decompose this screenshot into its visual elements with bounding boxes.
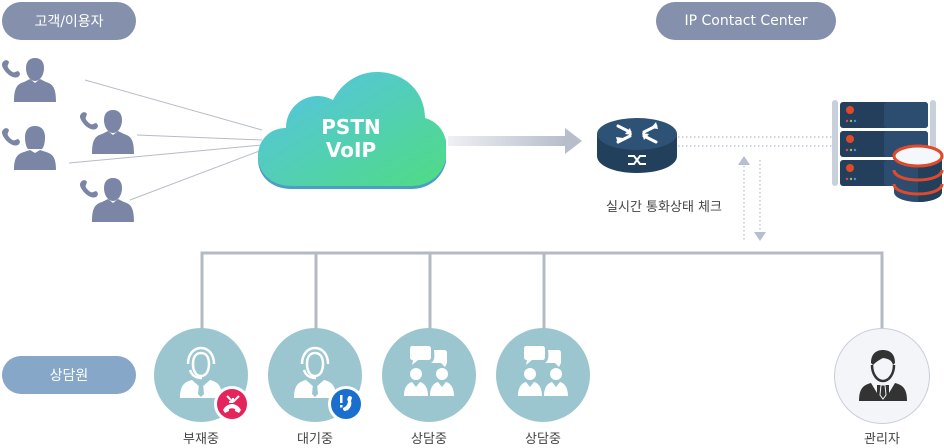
phone-icon [1,60,20,78]
status-check-arrows [738,156,766,241]
manager-label: 관리자 [864,432,900,447]
phone-icon [1,128,20,146]
customer-line-1 [84,79,263,131]
agent-consulting-2[interactable] [496,328,590,422]
female-user-icon [14,126,56,170]
male-user-icon [14,58,56,102]
customer-1 [0,56,60,102]
pstn-voip-cloud: PSTN VoIP [256,68,446,190]
router [596,116,678,174]
database-icon [892,144,944,202]
agent-consulting-1[interactable] [382,328,476,422]
consulting-pair-icon [518,346,568,396]
missed-call-icon [223,395,241,413]
call-waiting-icon [340,395,352,411]
router-caption: 실시간 통화상태 체크 [606,200,722,215]
server-database [832,98,944,206]
customer-line-3 [68,144,263,164]
contact-center-section-label: IP Contact Center [656,2,836,40]
flow-arrow [448,128,582,154]
headset-agent-icon [294,346,336,398]
call-waiting-badge [328,386,364,422]
agent-status-consulting-1: 상담중 [411,432,447,447]
manager[interactable] [834,328,930,424]
agent-bus [200,251,884,330]
consulting-pair-icon [404,346,454,396]
missed-call-badge [214,386,250,422]
customers-section-label: 고객/이용자 [2,2,136,40]
customer-4 [78,176,138,222]
cloud-icon [258,72,446,189]
agent-absent[interactable] [154,328,250,422]
phone-icon [79,112,98,130]
male-user-icon [92,178,134,222]
customer-line-4 [129,149,263,201]
agent-status-waiting: 대기중 [297,432,333,447]
agent-status-absent: 부재중 [183,432,219,447]
customers-section-text: 고객/이용자 [34,14,104,30]
cloud-label-line2: VoIP [325,138,377,162]
customer-3 [0,124,60,170]
headset-agent-icon [180,346,222,398]
router-server-link [678,136,836,147]
agent-waiting[interactable] [268,328,364,422]
customer-line-2 [136,134,263,141]
manager-icon [859,350,907,401]
agent-status-consulting-2: 상담중 [525,432,561,447]
cloud-label-line1: PSTN [321,115,381,139]
contact-center-section-text: IP Contact Center [684,13,808,29]
male-user-icon [92,110,134,154]
router-icon [597,118,677,173]
agents-section-label: 상담원 [2,356,136,394]
agents-section-text: 상담원 [49,368,89,384]
server-rack-icon [832,100,944,202]
customer-2 [78,108,138,154]
phone-icon [79,180,98,198]
